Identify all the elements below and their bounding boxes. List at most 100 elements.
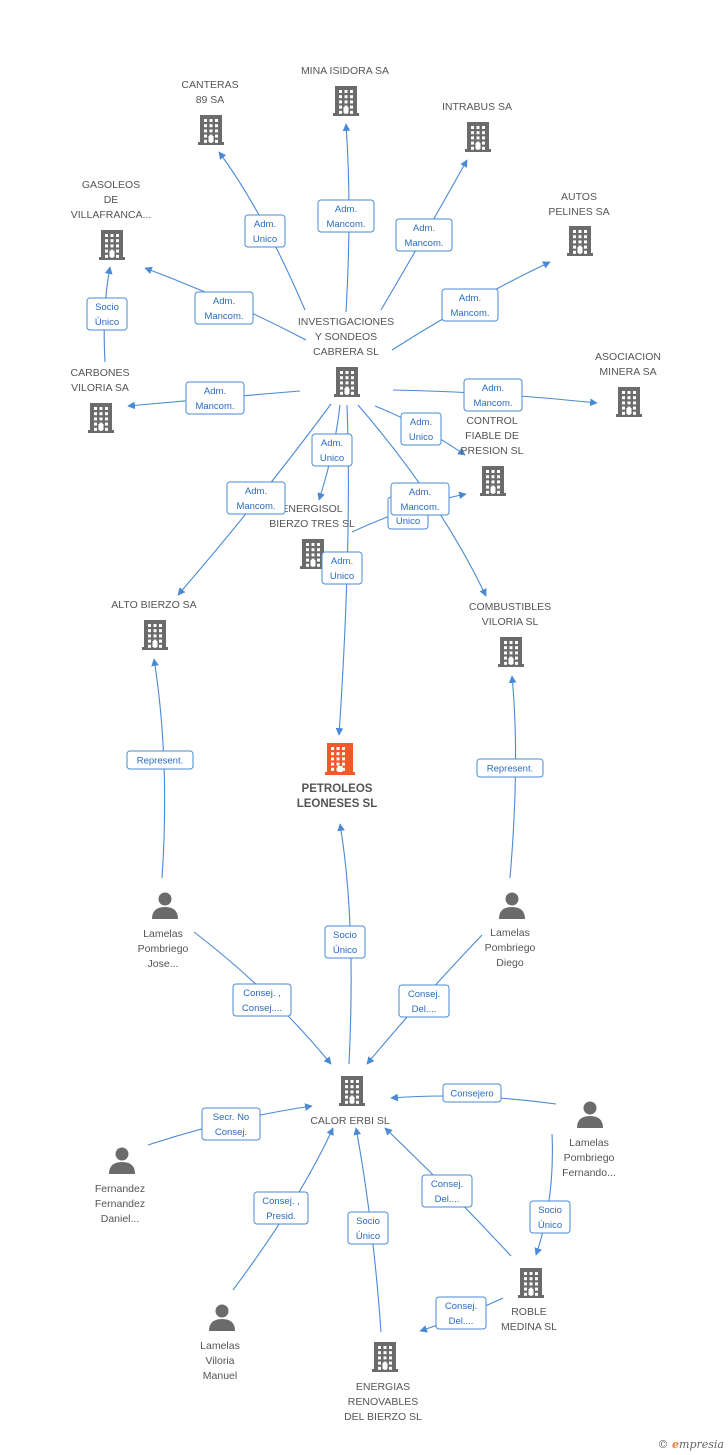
node-label-line: Viloria: [206, 1355, 235, 1367]
node-label-line: AUTOS: [561, 191, 597, 203]
node-label-line: VILORIA SL: [482, 616, 539, 628]
edge-label-text: Adm.: [459, 293, 481, 304]
edge-label-e1[interactable]: Adm.Unico: [244, 214, 286, 248]
edge-label-text: Secr. No: [213, 1112, 249, 1123]
edges-layer: [103, 123, 598, 1333]
edge-label-text: Único: [333, 945, 357, 956]
node-mina[interactable]: MINA ISIDORA SA: [301, 65, 389, 116]
node-label-line: Y SONDEOS: [315, 331, 377, 343]
building-icon: [567, 226, 593, 256]
node-label-line: CARBONES: [71, 367, 130, 379]
node-label-line: Lamelas: [200, 1340, 240, 1352]
edge-label-text: Socio: [333, 930, 357, 941]
person-icon: [109, 1147, 135, 1174]
edge-label-e26[interactable]: Consej.Del....: [435, 1296, 487, 1330]
node-label-line: CANTERAS: [181, 79, 238, 91]
node-fernandez[interactable]: FernandezFernandezDaniel...: [95, 1147, 145, 1226]
edge-label-box: [311, 433, 353, 467]
edge-label-box: [86, 297, 128, 331]
edge-label-e7[interactable]: Adm.Mancom.: [185, 381, 245, 415]
node-label-line: Lamelas: [569, 1137, 609, 1149]
node-gasoleos[interactable]: GASOLEOSDEVILLAFRANCA...: [71, 179, 152, 260]
node-label-line: ALTO BIERZO SA: [111, 599, 196, 611]
edge-label-text: Adm.: [331, 556, 353, 567]
edge-label-box: [321, 551, 363, 585]
edge-label-text: Del....: [449, 1316, 474, 1327]
node-label-line: GASOLEOS: [82, 179, 140, 191]
node-autos[interactable]: AUTOS PELINES SA: [548, 191, 610, 256]
edge-label-text: Mancom.: [473, 398, 512, 409]
edge-label-e8[interactable]: Adm.Mancom.: [463, 378, 523, 412]
edge-label-e4[interactable]: Adm.Mancom.: [194, 291, 254, 325]
edge-label-text: Del....: [435, 1194, 460, 1205]
node-lamelas_jose[interactable]: LamelasPombriegoJose...: [138, 892, 189, 971]
building-icon: [300, 539, 326, 569]
edge-label-e3[interactable]: Adm.Mancom.: [395, 218, 453, 252]
edge-label-e5[interactable]: Adm.Mancom.: [441, 288, 499, 322]
edge-label-e22[interactable]: Consej. ,Presid.: [253, 1191, 309, 1225]
edge-label-box: [421, 1174, 473, 1208]
edge-label-e2[interactable]: Adm. Mancom.: [317, 199, 375, 233]
edge-label-e21[interactable]: Secr. No Consej.: [201, 1107, 261, 1141]
edge-label-text: Consej. ,: [262, 1196, 300, 1207]
node-label-line: ASOCIACION: [595, 351, 661, 363]
edge-label-e11[interactable]: Adm.Mancom.: [226, 481, 286, 515]
edge-label-text: Adm.: [335, 204, 357, 215]
edge-label-e19[interactable]: Consej.Del....: [398, 984, 450, 1018]
edge-label-text: Consej.: [431, 1179, 463, 1190]
edge-label-e18[interactable]: Consej. ,Consej....: [232, 983, 292, 1017]
node-label-line: DEL BIERZO SL: [344, 1411, 422, 1423]
node-label-line: Pombriego: [485, 942, 536, 954]
edge-label-text: Unico: [409, 432, 433, 443]
edge-label-text: Mancom.: [400, 502, 439, 513]
node-carbones[interactable]: CARBONES VILORIA SA: [71, 367, 130, 433]
edge-label-e10[interactable]: Adm.Unico: [311, 433, 353, 467]
empresia-credit[interactable]: © empresia: [658, 1438, 724, 1451]
brand-initial: e: [672, 1438, 680, 1451]
edge-label-e13[interactable]: Adm.Mancom.: [390, 482, 450, 516]
node-calor[interactable]: CALOR ERBI SL: [310, 1076, 390, 1127]
edge-label-e15[interactable]: Represent.: [126, 750, 194, 770]
building-icon: [88, 403, 114, 433]
person-icon: [209, 1304, 235, 1331]
node-intrabus[interactable]: INTRABUS SA: [442, 101, 512, 152]
node-label-line: PRESION SL: [460, 445, 523, 457]
edge-label-text: Socio: [356, 1216, 380, 1227]
node-altobierzo[interactable]: ALTO BIERZO SA: [111, 599, 197, 650]
edge-label-e9[interactable]: Adm.Unico: [400, 412, 442, 446]
edge-label-text: Mancom.: [326, 219, 365, 230]
edge-label-e16[interactable]: Represent.: [476, 758, 544, 778]
edge-label-text: Consej.: [215, 1127, 247, 1138]
node-label-line: ROBLE: [511, 1306, 547, 1318]
node-label-line: DE: [104, 194, 119, 206]
edge-label-text: Unico: [320, 453, 344, 464]
edge-label-e20[interactable]: Consejero: [442, 1083, 502, 1103]
node-lamelas_fernando[interactable]: LamelasPombriegoFernando...: [562, 1101, 616, 1180]
edge-label-text: Consejero: [450, 1089, 493, 1100]
edge-label-box: [126, 750, 194, 770]
node-label-line: VILORIA SA: [71, 382, 129, 394]
edge-label-e24[interactable]: Consej. Del....: [421, 1174, 473, 1208]
edge-label-box: [347, 1211, 389, 1245]
edge-label-box: [232, 983, 292, 1017]
node-label-line: BIERZO TRES SL: [269, 518, 355, 530]
edge-label-box: [226, 481, 286, 515]
node-label-line: PELINES SA: [548, 206, 609, 218]
edge-label-e14[interactable]: Adm.Unico: [321, 551, 363, 585]
edge-label-text: Mancom.: [204, 311, 243, 322]
